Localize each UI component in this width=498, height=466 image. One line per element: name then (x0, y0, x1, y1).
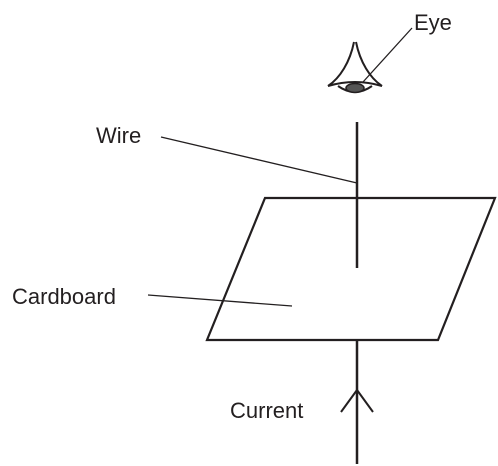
cardboard-label: Cardboard (12, 284, 116, 309)
current-label: Current (230, 398, 303, 423)
eye-label: Eye (414, 10, 452, 35)
eye-leader-line (362, 27, 413, 83)
cardboard-sheet (205, 196, 497, 342)
wire-label: Wire (96, 123, 141, 148)
wire-leader-line (160, 136, 358, 184)
eye-pupil (345, 82, 365, 94)
cardboard-leader-line (147, 294, 293, 307)
eye-icon (327, 41, 383, 94)
up-arrow-icon (340, 388, 374, 413)
